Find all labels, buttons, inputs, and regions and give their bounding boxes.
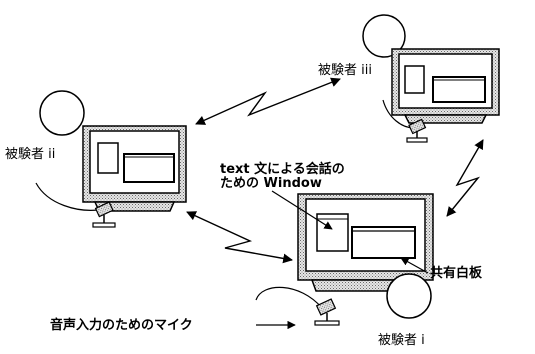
monitor-ii [82, 125, 187, 212]
text-window-label-line2: ための Window [220, 176, 322, 191]
microphone-ii [35, 182, 116, 228]
link-iii-i [446, 139, 484, 217]
subject-i-group [255, 193, 434, 326]
subject-ii-head [39, 90, 85, 136]
monitor-iii-base [403, 114, 488, 124]
subject-iii-head [362, 14, 406, 58]
microphone-label: 音声入力のためのマイク [50, 318, 193, 333]
microphone-i-cable [255, 286, 323, 309]
link-ii-i [186, 211, 293, 264]
link-ii-iii [195, 77, 341, 125]
microphone-ii-base [92, 222, 116, 228]
monitor-iii [391, 48, 500, 124]
monitor-iii-text-window [404, 65, 425, 94]
monitor-ii-text-window [97, 142, 119, 174]
microphone-i [255, 286, 340, 326]
shared-whiteboard-label: 共有白板 [430, 266, 483, 281]
monitor-ii-whiteboard-window [123, 153, 175, 183]
monitor-i-text-window [316, 213, 349, 252]
monitor-iii-whiteboard-window [432, 76, 486, 103]
text-window-pointer [271, 190, 333, 230]
subject-iii-label: 被験者 iii [318, 63, 372, 78]
microphone-iii-base [406, 137, 428, 143]
monitor-i [297, 193, 434, 292]
subject-ii-group [35, 90, 187, 228]
microphone-ii-cable [35, 182, 99, 211]
monitor-i-whiteboard-window [351, 226, 416, 259]
subject-i-head [386, 273, 432, 319]
microphone-iii [382, 99, 428, 143]
subject-i-label: 被験者 i [378, 333, 425, 348]
subject-ii-label: 被験者 ii [5, 147, 56, 162]
text-window-label-line1: text 文による会話の [220, 162, 345, 177]
microphone-i-head [315, 298, 337, 316]
subject-iii-group [362, 14, 500, 143]
microphone-iii-head [408, 118, 427, 135]
microphone-i-base [314, 320, 340, 326]
whiteboard-pointer [400, 257, 429, 274]
microphone-ii-head [94, 201, 114, 218]
